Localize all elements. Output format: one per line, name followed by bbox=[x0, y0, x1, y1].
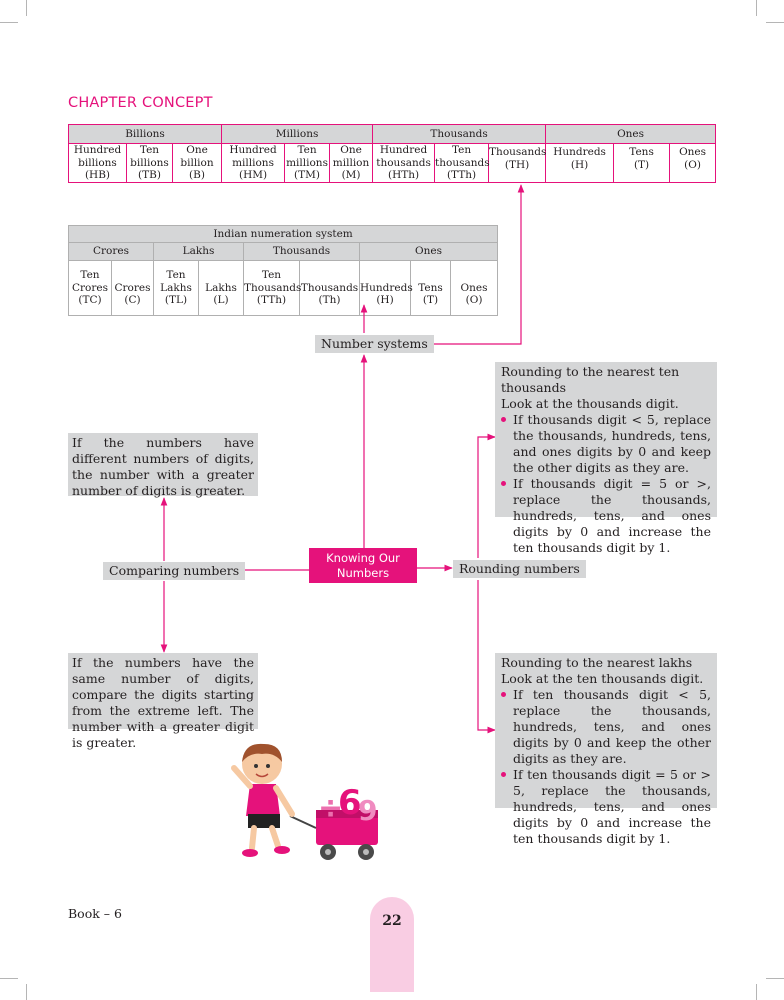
svg-text:6: 6 bbox=[338, 783, 362, 823]
place-ones: Ones(O) bbox=[449, 260, 499, 316]
rule-bullet: If ten thousands digit = 5 or > 5, repla… bbox=[501, 767, 711, 847]
arrow-to-ten-thousands-rule bbox=[477, 433, 496, 558]
arrow-to-international-table bbox=[418, 184, 525, 345]
trim-mark bbox=[766, 22, 784, 23]
group-ones: Ones bbox=[545, 124, 717, 144]
place-lakhs: Lakhs(L) bbox=[198, 260, 244, 316]
group-billions: Billions bbox=[67, 124, 223, 144]
indian-table-title: Indian numeration system bbox=[67, 225, 499, 243]
node-number-systems: Number systems bbox=[315, 335, 434, 353]
child-pulling-cart-illustration: ÷ 6 9 bbox=[231, 743, 378, 860]
international-place-value-table: Billions Millions Thousands Ones Hundred… bbox=[67, 124, 717, 183]
rule-title: Rounding to the nearest lakhs bbox=[501, 655, 693, 670]
place-hundreds: Hundreds(H) bbox=[545, 143, 615, 183]
node-knowing-our-numbers: Knowing Our Numbers bbox=[309, 548, 417, 583]
chapter-heading: CHAPTER CONCEPT bbox=[68, 95, 213, 111]
place-hundreds: Hundreds(H) bbox=[359, 260, 413, 316]
trim-mark bbox=[26, 0, 27, 16]
rule-title: Rounding to the nearest ten thousands bbox=[501, 364, 680, 395]
svg-text:9: 9 bbox=[358, 794, 377, 827]
group-millions: Millions bbox=[221, 124, 374, 144]
trim-mark bbox=[0, 978, 18, 979]
rule-bullet: If thousands digit = 5 or >, replace the… bbox=[501, 476, 711, 556]
place-crores: Crores(C) bbox=[111, 260, 154, 316]
svg-text:÷: ÷ bbox=[318, 791, 343, 826]
indian-place-value-table: Indian numeration system Crores Lakhs Th… bbox=[67, 225, 499, 316]
arrow-to-lakhs-rule bbox=[477, 580, 496, 734]
group-thousands: Thousands bbox=[372, 124, 547, 144]
rule-round-lakhs: Rounding to the nearest lakhs Look at th… bbox=[495, 653, 717, 846]
node-comparing-numbers: Comparing numbers bbox=[103, 562, 246, 580]
trim-mark bbox=[766, 978, 784, 979]
group-crores: Crores bbox=[68, 242, 154, 261]
place-tens: Tens(T) bbox=[613, 143, 671, 183]
rule-different-digits: If the numbers have different numbers of… bbox=[68, 433, 258, 498]
place-thousands: Thousands(TH) bbox=[488, 143, 546, 183]
place-ones: Ones(O) bbox=[669, 143, 717, 183]
node-rounding-numbers: Rounding numbers bbox=[453, 560, 586, 578]
trim-mark bbox=[0, 22, 18, 23]
trim-mark bbox=[756, 984, 757, 1000]
rule-bullet: If thousands digit < 5, replace the thou… bbox=[501, 412, 711, 476]
page-number-tab: 22 bbox=[370, 897, 414, 992]
rule-intro: Look at the thousands digit. bbox=[501, 396, 679, 411]
page-number: 22 bbox=[382, 913, 402, 929]
trim-mark bbox=[756, 0, 757, 16]
rule-same-digits: If the numbers have the same number of d… bbox=[68, 653, 258, 750]
trim-mark bbox=[26, 984, 27, 1000]
group-thousands: Thousands bbox=[243, 242, 360, 261]
rule-intro: Look at the ten thousands digit. bbox=[501, 671, 704, 686]
book-label: Book – 6 bbox=[68, 906, 122, 921]
rule-bullet: If ten thousands digit < 5, replace the … bbox=[501, 687, 711, 767]
rule-round-ten-thousands: Rounding to the nearest ten thousands Lo… bbox=[495, 362, 717, 555]
